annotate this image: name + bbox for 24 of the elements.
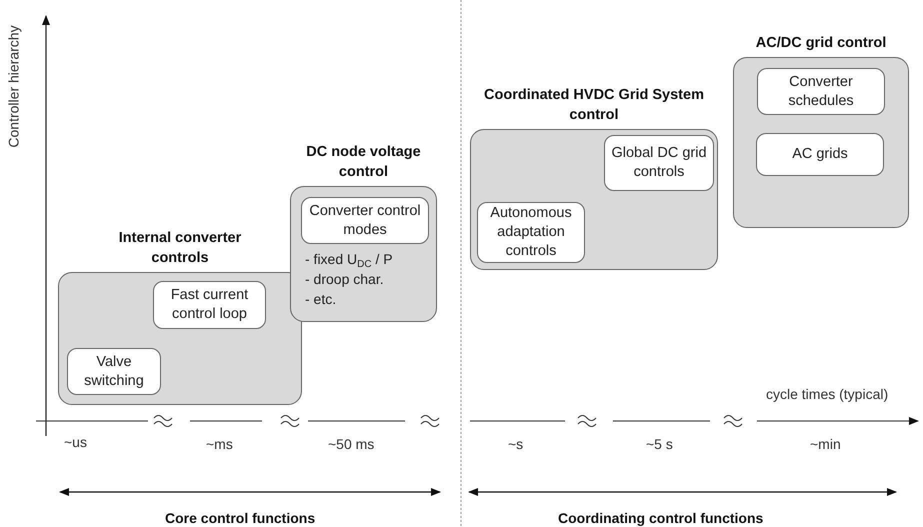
tick-label: ~5 s — [646, 435, 673, 454]
axis-label: cycle times (typical) — [766, 385, 888, 404]
list-item: - droop char. — [305, 270, 385, 289]
group-heading: AC/DC grid control — [756, 34, 886, 53]
group-heading: Coordinated HVDC Grid System control — [484, 86, 704, 125]
span-label: Core control functions — [165, 509, 316, 527]
control-box: Converter schedules — [757, 68, 885, 115]
axis-label: Controller hierarchy — [4, 24, 22, 148]
tick-label: ~min — [810, 435, 841, 454]
control-box: AC grids — [756, 133, 884, 176]
tick-label: ~us — [64, 433, 87, 452]
group-heading: DC node voltage control — [305, 143, 422, 182]
control-box: Converter control modes — [301, 197, 429, 244]
list-item: - fixed U$_{DC}$ / P — [305, 250, 393, 269]
control-box: Fast current control loop — [153, 281, 266, 329]
control-box: Global DC grid controls — [604, 135, 714, 191]
tick-label: ~s — [508, 435, 524, 454]
span-label: Coordinating control functions — [558, 509, 764, 527]
control-box: Valve switching — [67, 348, 161, 395]
tick-label: ~50 ms — [328, 435, 374, 454]
control-box: Autonomous adaptation controls — [477, 202, 585, 263]
list-item: - etc. — [305, 290, 338, 309]
tick-label: ~ms — [206, 435, 233, 454]
group-heading: Internal converter controls — [118, 229, 242, 268]
